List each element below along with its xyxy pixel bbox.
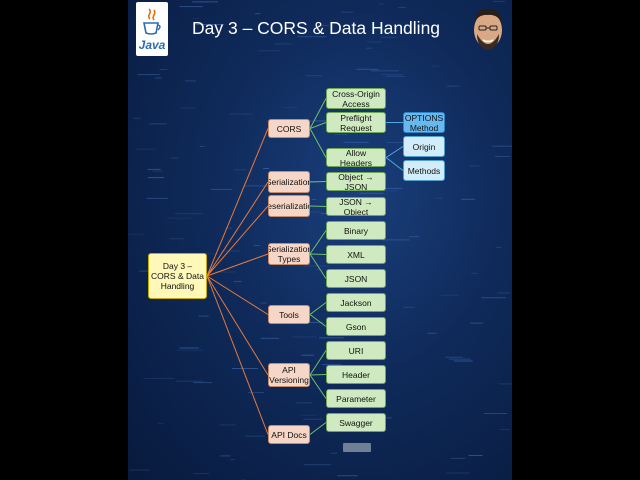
connector-l-allow-s-origin <box>385 146 404 158</box>
leaf-gson: Gson <box>326 317 386 336</box>
category-serialization: Serialization <box>268 171 310 193</box>
leaf-xml: XML <box>326 245 386 264</box>
connector-l-allow-s-methods <box>385 157 404 171</box>
page-title: Day 3 – CORS & Data Handling <box>192 18 441 38</box>
connector-c-cors-l-pre <box>309 122 327 129</box>
leaf-binary: Binary <box>326 221 386 240</box>
leaf-allow-headers: Allow Headers <box>326 148 386 167</box>
category-serialization-types: Serialization Types <box>268 243 310 265</box>
leaf-header: Header <box>326 365 386 384</box>
connector-root-c-cors <box>206 128 269 277</box>
connector-c-ver-l-param <box>309 374 327 399</box>
mindmap-connectors <box>206 98 404 435</box>
video-frame: Java Day 3 – CORS & Data Handling Day 3 … <box>128 0 512 480</box>
connector-root-c-ser <box>206 181 269 277</box>
subleaf-options-method: OPTIONS Method <box>403 112 445 133</box>
connector-root-c-tools <box>206 275 269 315</box>
category-api-docs: API Docs <box>268 425 310 444</box>
java-cup-icon <box>143 8 161 35</box>
connector-root-c-types <box>206 253 269 277</box>
leaf-preflight-request: Preflight Request <box>326 112 386 133</box>
leaf-json: JSON <box>326 269 386 288</box>
connector-c-ser-l-oj <box>309 181 327 183</box>
connector-c-cors-l-allow <box>309 128 327 158</box>
connector-c-ver-l-uri <box>309 350 327 376</box>
subleaf-methods: Methods <box>403 160 445 181</box>
connector-c-ver-l-head <box>309 374 327 376</box>
connector-c-types-l-xml <box>309 253 327 255</box>
footer-button[interactable] <box>343 443 371 452</box>
connector-root-c-docs <box>206 275 269 435</box>
connector-c-deser-l-jo <box>309 205 327 207</box>
leaf-parameter: Parameter <box>326 389 386 408</box>
category-tools: Tools <box>268 305 310 324</box>
connector-c-tools-l-jack <box>309 302 327 315</box>
leaf-jackson: Jackson <box>326 293 386 312</box>
connector-c-docs-l-swag <box>309 422 327 435</box>
leaf-uri: URI <box>326 341 386 360</box>
leaf-object-to-json: Object → JSON <box>326 172 386 191</box>
logo-text: Java <box>138 38 166 52</box>
category-cors: CORS <box>268 119 310 138</box>
leaf-swagger: Swagger <box>326 413 386 432</box>
mindmap-root: Day 3 – CORS & Data Handling <box>148 253 207 299</box>
category-deserialization: Deserialization <box>268 195 310 217</box>
connector-c-cors-l-cross <box>309 98 327 129</box>
connector-c-types-l-bin <box>309 230 327 255</box>
avatar <box>474 8 502 50</box>
subleaf-origin: Origin <box>403 136 445 157</box>
leaf-cross-origin-access: Cross-Origin Access <box>326 88 386 109</box>
connector-c-tools-l-gson <box>309 314 327 327</box>
connector-root-c-ver <box>206 275 269 376</box>
connector-c-types-l-json <box>309 253 327 279</box>
connector-root-c-deser <box>206 205 269 277</box>
java-logo: Java <box>136 2 168 56</box>
leaf-json-to-object: JSON → Object <box>326 197 386 216</box>
category-api-versioning: API Versioning <box>268 363 310 387</box>
